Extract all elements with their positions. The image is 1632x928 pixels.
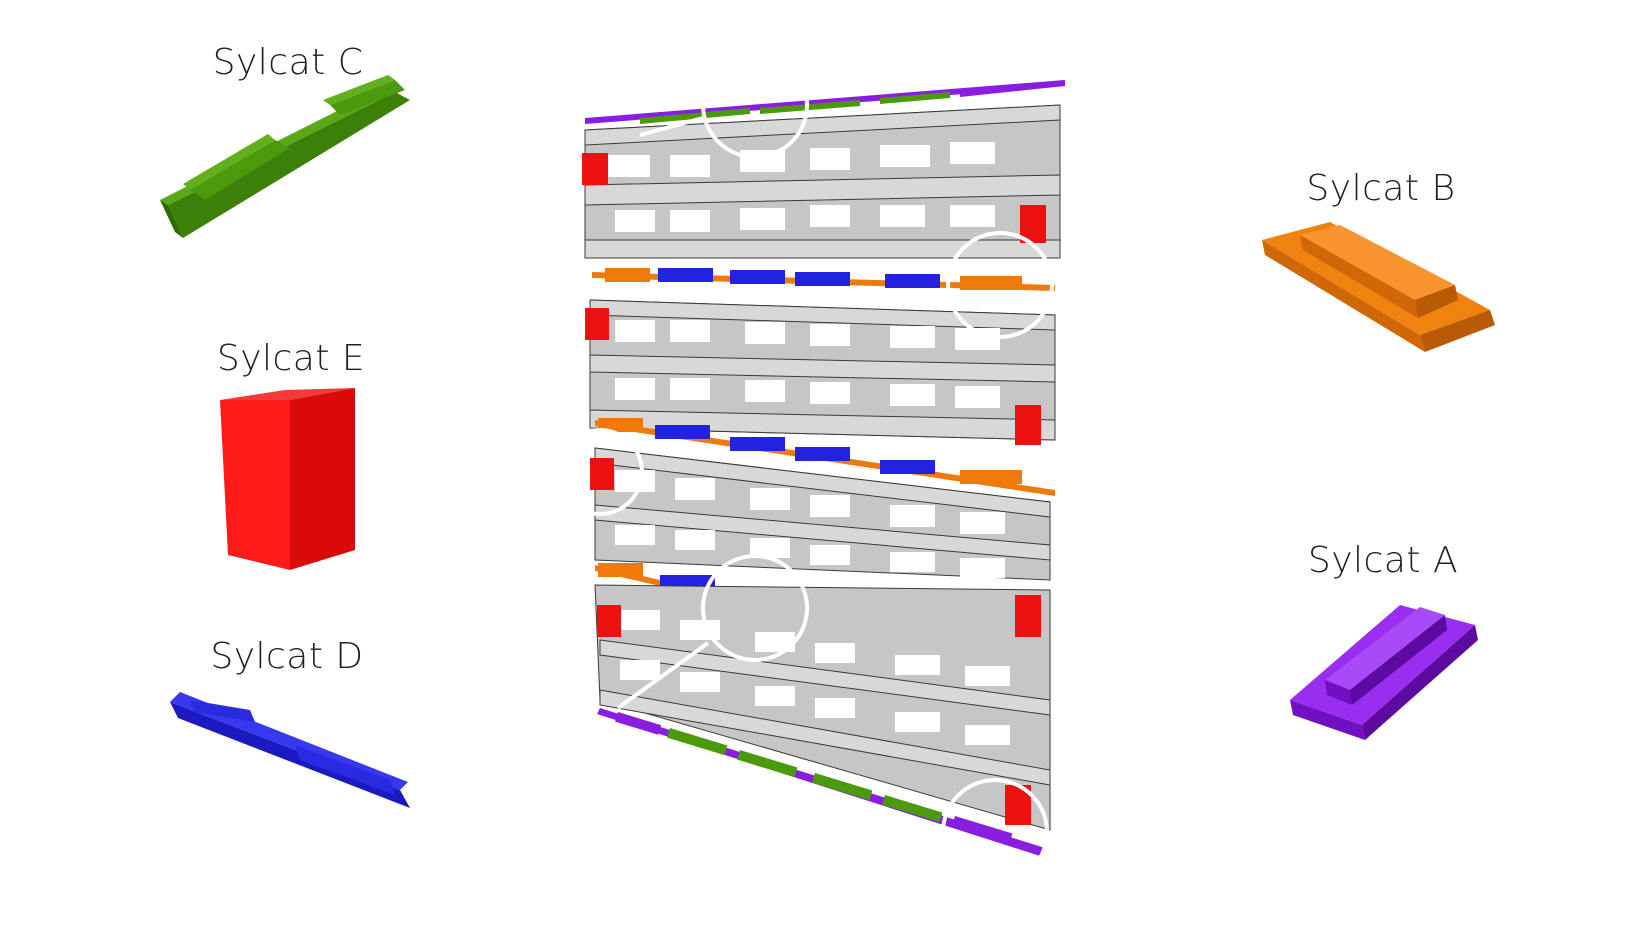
frame-assembly: [582, 80, 1065, 856]
sylcat-d-label: Sylcat D: [210, 636, 364, 677]
highlight-circle-middle: [701, 554, 809, 662]
highlight-circles: [556, 51, 1054, 886]
sylcat-e-label: Sylcat E: [216, 338, 366, 379]
highlight-circle-bottom: [941, 778, 1049, 886]
leader-line-top: [639, 116, 704, 137]
sylcat-a-part: [1290, 605, 1478, 740]
highlight-circle-right: [946, 231, 1054, 339]
sylcat-b-label: Sylcat B: [1306, 168, 1456, 209]
sylcat-b-part: [1262, 222, 1495, 352]
sylcat-c-label: Sylcat C: [212, 42, 364, 83]
leader-line: [616, 641, 710, 710]
sylcat-a-label: Sylcat A: [1307, 540, 1459, 581]
sylcat-c-part: [160, 75, 410, 238]
highlight-circle-top: [701, 51, 809, 159]
sylcat-d-part: [170, 692, 410, 808]
sylcat-e-part: [220, 388, 355, 570]
highlight-circle-left: [556, 428, 644, 516]
